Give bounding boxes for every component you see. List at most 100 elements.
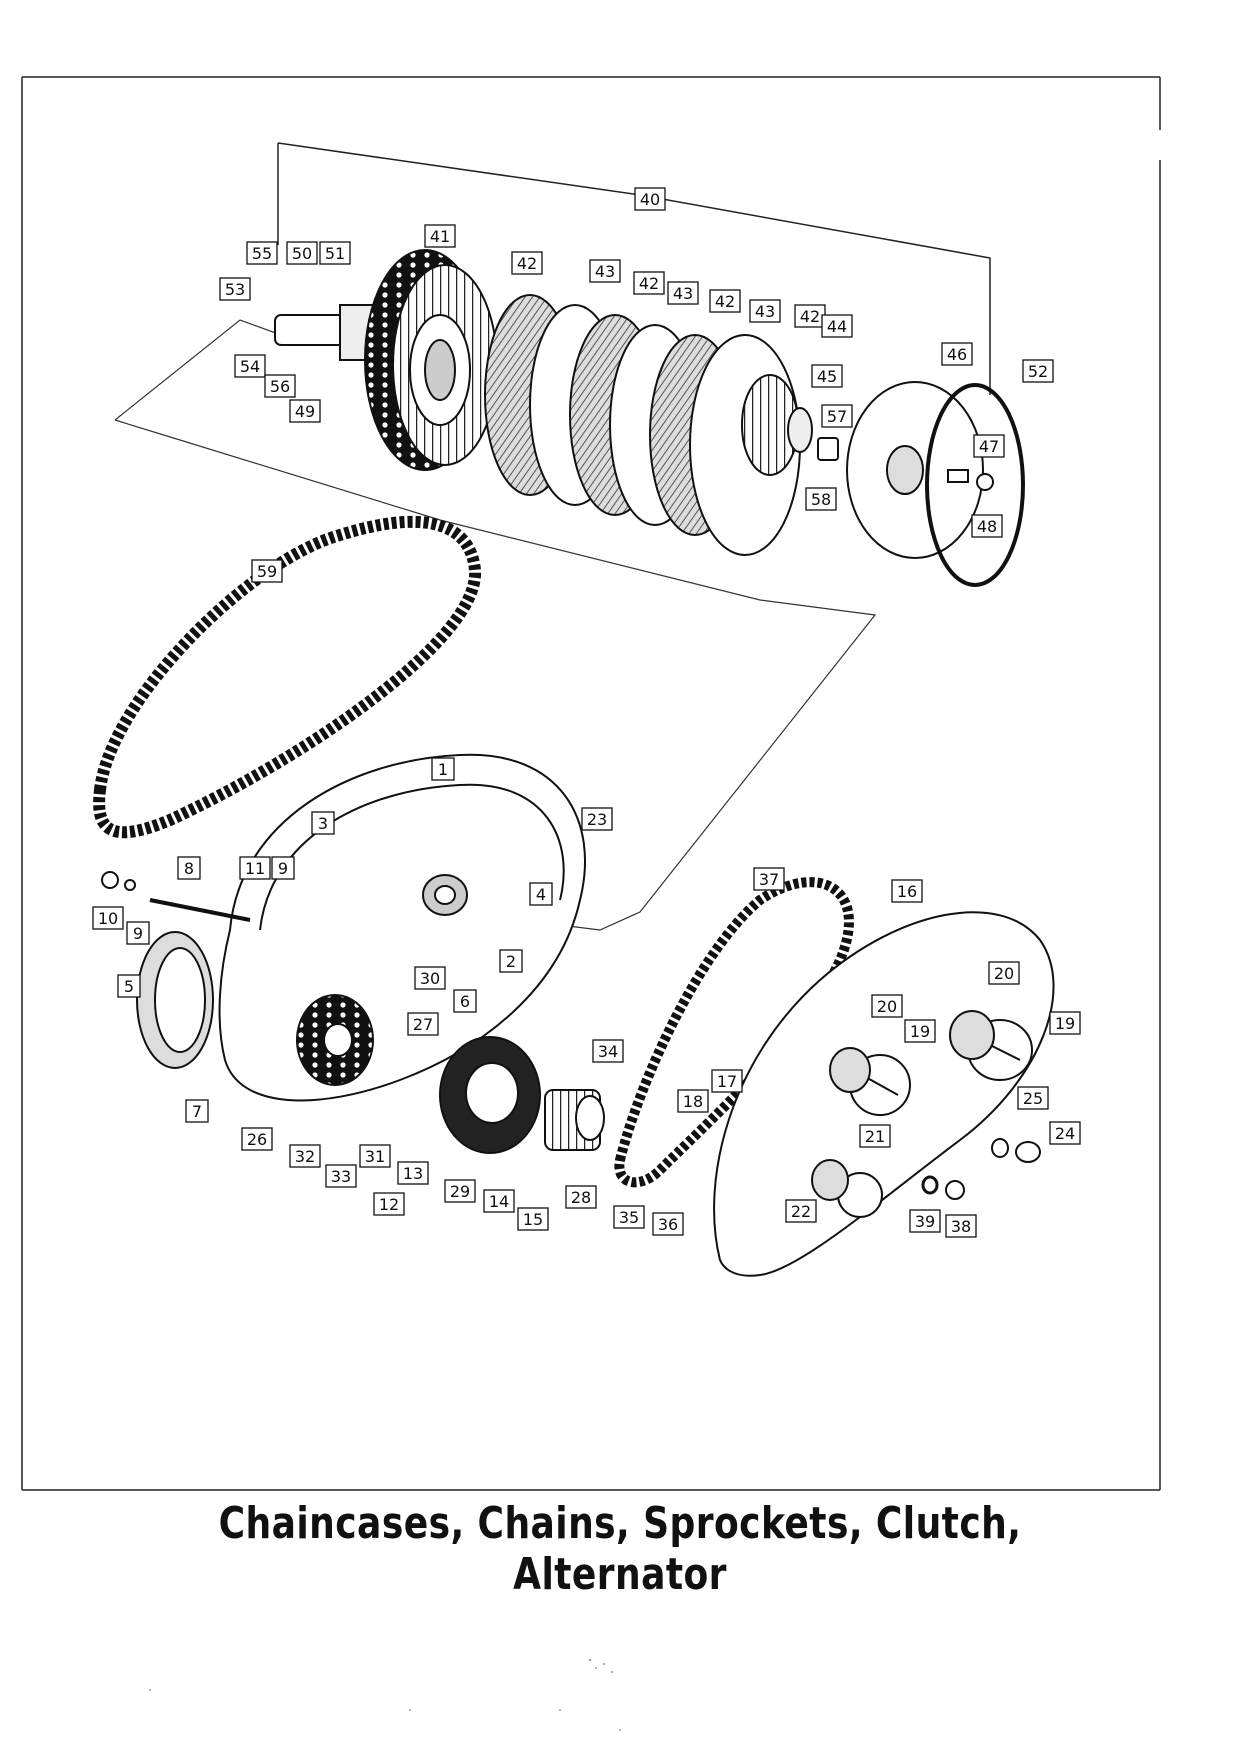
- callout-box: [988, 961, 1020, 985]
- callout-58: 58: [805, 487, 837, 511]
- callout-18: 18: [677, 1089, 709, 1113]
- callout-2: 2: [499, 949, 523, 973]
- callout-19: 19: [1049, 1011, 1081, 1035]
- callout-14: 14: [483, 1189, 515, 1213]
- callout-28: 28: [565, 1185, 597, 1209]
- callout-23: 23: [581, 807, 613, 831]
- callout-35: 35: [613, 1205, 645, 1229]
- callout-box: [185, 1099, 209, 1123]
- callout-number: 52: [1028, 362, 1048, 381]
- callout-box: [414, 966, 446, 990]
- callout-number: 25: [1023, 1089, 1043, 1108]
- callout-box: [891, 879, 923, 903]
- callout-11: 11: [239, 856, 271, 880]
- callout-box: [397, 1161, 429, 1185]
- callout-number: 24: [1055, 1124, 1075, 1143]
- callout-5: 5: [117, 974, 141, 998]
- callout-box: [499, 949, 523, 973]
- callout-number: 19: [910, 1022, 930, 1041]
- callout-box: [359, 1144, 391, 1168]
- callout-box: [859, 1124, 891, 1148]
- callout-number: 45: [817, 367, 837, 386]
- callout-number: 54: [240, 357, 260, 376]
- callout-box: [971, 514, 1003, 538]
- callout-number: 39: [915, 1212, 935, 1231]
- callout-number: 14: [489, 1192, 509, 1211]
- callout-10: 10: [92, 906, 124, 930]
- callout-7: 7: [185, 1099, 209, 1123]
- callout-box: [219, 277, 251, 301]
- paper-specks: [149, 1658, 621, 1731]
- callout-19: 19: [904, 1019, 936, 1043]
- callout-box: [92, 906, 124, 930]
- callout-number: 43: [673, 284, 693, 303]
- callout-30: 30: [414, 966, 446, 990]
- callout-9: 9: [126, 921, 150, 945]
- callout-number: 49: [295, 402, 315, 421]
- page-title: Chaincases, Chains, Sprockets, Clutch, A…: [218, 1498, 1022, 1600]
- callout-26: 26: [241, 1127, 273, 1151]
- callout-number: 17: [717, 1072, 737, 1091]
- callout-number: 4: [536, 885, 546, 904]
- callout-44: 44: [821, 314, 853, 338]
- callout-number: 5: [124, 977, 134, 996]
- callout-box: [711, 1069, 743, 1093]
- callout-45: 45: [811, 364, 843, 388]
- callout-number: 46: [947, 345, 967, 364]
- callout-48: 48: [971, 514, 1003, 538]
- callout-box: [565, 1185, 597, 1209]
- callout-47: 47: [973, 434, 1005, 458]
- callout-27: 27: [407, 1012, 439, 1036]
- callout-number: 31: [365, 1147, 385, 1166]
- callout-box: [871, 994, 903, 1018]
- callout-box: [709, 289, 741, 313]
- callout-number: 42: [715, 292, 735, 311]
- callout-number: 26: [247, 1130, 267, 1149]
- callout-box: [785, 1199, 817, 1223]
- callout-box: [904, 1019, 936, 1043]
- callout-40: 40: [634, 187, 666, 211]
- callout-37: 37: [753, 867, 785, 891]
- callout-box: [311, 811, 335, 835]
- callout-number: 23: [587, 810, 607, 829]
- callout-box: [589, 259, 621, 283]
- callout-number: 35: [619, 1208, 639, 1227]
- callout-box: [1022, 359, 1054, 383]
- callout-box: [424, 224, 456, 248]
- callout-box: [945, 1214, 977, 1238]
- callout-box: [177, 856, 201, 880]
- callout-box: [319, 241, 351, 265]
- callout-box: [126, 921, 150, 945]
- callout-number: 15: [523, 1210, 543, 1229]
- callout-number: 42: [517, 254, 537, 273]
- callout-box: [373, 1192, 405, 1216]
- callout-box: [652, 1212, 684, 1236]
- callout-box: [289, 1144, 321, 1168]
- callout-15: 15: [517, 1207, 549, 1231]
- callout-42: 42: [511, 251, 543, 275]
- callout-box: [1017, 1086, 1049, 1110]
- callout-box: [909, 1209, 941, 1233]
- callout-36: 36: [652, 1212, 684, 1236]
- callout-number: 2: [506, 952, 516, 971]
- outer-chaincase-cover: [713, 911, 1055, 1277]
- callout-number: 20: [877, 997, 897, 1016]
- rear-chain: [614, 877, 854, 1188]
- callout-number: 42: [639, 274, 659, 293]
- callout-29: 29: [444, 1179, 476, 1203]
- primary-chain: [93, 515, 482, 839]
- callout-box: [613, 1205, 645, 1229]
- callout-number: 12: [379, 1195, 399, 1214]
- callout-box: [325, 1164, 357, 1188]
- callout-box: [1049, 1011, 1081, 1035]
- callout-number: 13: [403, 1164, 423, 1183]
- callout-box: [749, 299, 781, 323]
- callout-number: 16: [897, 882, 917, 901]
- callout-box: [251, 559, 283, 583]
- callout-number: 43: [595, 262, 615, 281]
- callout-20: 20: [988, 961, 1020, 985]
- callout-box: [581, 807, 613, 831]
- callout-20: 20: [871, 994, 903, 1018]
- callout-33: 33: [325, 1164, 357, 1188]
